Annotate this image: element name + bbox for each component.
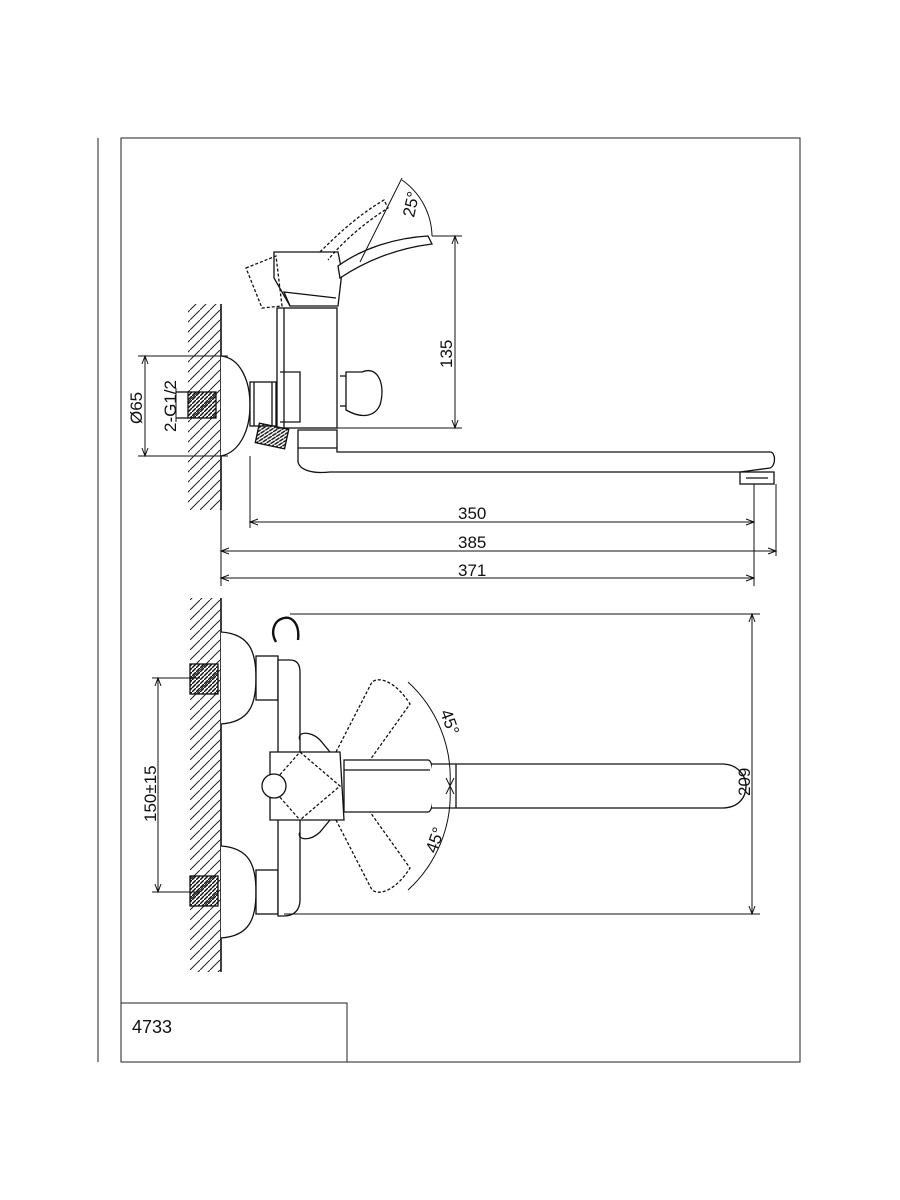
label-angle-45-upper: 45° (436, 707, 463, 738)
inlet-thread-upper (189, 663, 219, 695)
drawing-frame (97, 137, 801, 1063)
dim-lengths (219, 456, 778, 586)
model-number: 4733 (132, 1017, 172, 1037)
head-rotated-dashed (245, 255, 283, 309)
lever-top (343, 759, 435, 813)
dim-spacing (152, 676, 200, 894)
spout-top (432, 763, 747, 809)
wall-flange (220, 355, 251, 457)
wall-hatch-top (190, 598, 222, 972)
angle-45-upper-arc (407, 681, 451, 787)
inlet-thread (187, 391, 217, 419)
angle-25-arc (401, 179, 433, 237)
dim-135 (337, 234, 462, 430)
spout (297, 429, 776, 474)
label-height-135: 135 (437, 340, 456, 368)
wall-flange-upper (220, 631, 257, 725)
label-thread: 2-G1/2 (161, 380, 180, 432)
shower-hose-thread (254, 422, 290, 450)
wall-flange-lower (220, 845, 257, 939)
dim-diameter (138, 354, 228, 458)
shower-hook (272, 616, 300, 643)
label-angle-45-lower: 45° (422, 825, 449, 856)
dim-width (284, 612, 760, 916)
label-length-385: 385 (458, 533, 486, 552)
label-angle-25: 25° (399, 190, 423, 219)
lever-rotated-lower-dashed (335, 811, 411, 893)
mixer-body (276, 307, 338, 429)
label-width-209: 209 (735, 768, 754, 796)
inlet-thread-lower (189, 875, 219, 907)
label-length-371: 371 (458, 561, 486, 580)
lever-raised-dashed (319, 199, 389, 261)
top-view (152, 598, 760, 972)
label-length-350: 350 (458, 504, 486, 523)
diverter-knob (345, 369, 383, 417)
lever-rotated-upper-dashed (335, 679, 411, 761)
side-view (138, 177, 778, 586)
lever-handle (337, 235, 433, 280)
label-diameter: Ø65 (127, 392, 146, 424)
angle-45-lower-arc (407, 785, 451, 891)
label-spacing: 150±15 (141, 765, 160, 822)
